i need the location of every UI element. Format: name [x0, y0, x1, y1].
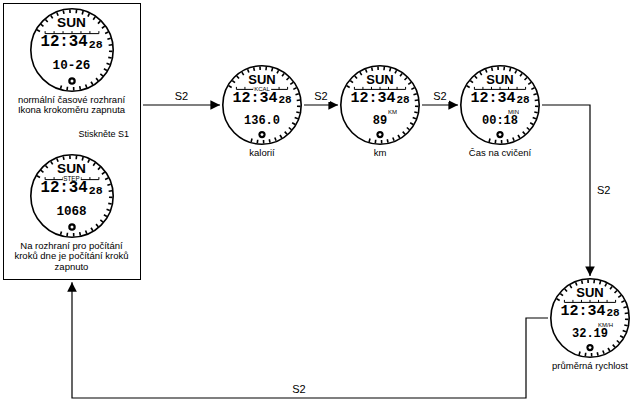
- connector-arrow: [422, 104, 458, 105]
- seconds-digits: 28: [89, 185, 103, 197]
- watch-face: SUN12:3428KM/H32.19průměrná rychlost: [550, 278, 630, 358]
- edge-label: S2: [173, 90, 190, 102]
- face-caption: Čas na cvičení: [445, 148, 555, 159]
- value-readout: 89: [340, 115, 420, 127]
- seconds-digits: 28: [278, 95, 291, 106]
- weekday-text: SUN: [222, 73, 302, 86]
- seconds-digits: 28: [516, 95, 529, 106]
- time-digits: 12:34: [40, 35, 87, 51]
- connector-arrow: [72, 282, 548, 398]
- weekday-text: SUN: [30, 16, 114, 30]
- unit-label: KM/H: [598, 322, 613, 328]
- face-caption: km: [325, 148, 435, 159]
- face-caption: průměrná rychlost: [544, 361, 636, 372]
- value-readout: 136.0: [222, 115, 302, 127]
- weekday-text: SUN: [460, 73, 540, 86]
- time-digits: 12:34: [350, 91, 395, 106]
- value-readout: 00:18: [460, 115, 540, 127]
- time-digits: 12:34: [560, 304, 605, 319]
- value-readout: 10-26: [30, 60, 114, 73]
- connector-arrow: [542, 105, 590, 276]
- watch-face: SUN12:3428KM89km: [340, 65, 420, 145]
- seconds-digits: 28: [606, 308, 619, 319]
- weekday-text: SUN: [30, 162, 114, 176]
- connector-arrow: [304, 104, 338, 105]
- face-caption: kalorií: [207, 148, 317, 159]
- edge-label: S2: [312, 90, 329, 102]
- face-caption: normální časové rozhraní Ikona krokoměru…: [8, 95, 136, 117]
- time-digits: 12:34: [40, 181, 87, 197]
- connector-arrow: [143, 104, 220, 105]
- watch-face: SUN12:3428MIN00:18Čas na cvičení: [460, 65, 540, 145]
- time-digits: 12:34: [232, 91, 277, 106]
- seconds-digits: 28: [396, 95, 409, 106]
- time-digits: 12:34: [470, 91, 515, 106]
- weekday-text: SUN: [340, 73, 420, 86]
- value-readout: 1068: [30, 206, 114, 219]
- seconds-digits: 28: [89, 39, 103, 51]
- edge-label: S2: [431, 90, 448, 102]
- edge-label: Stiskněte S1: [77, 130, 132, 140]
- edge-label: S2: [595, 184, 612, 196]
- watch-face: SUN12:342810-26normální časové rozhraní …: [30, 8, 114, 92]
- unit-label: KM: [388, 109, 397, 115]
- group-box: SUN12:342810-26normální časové rozhraní …: [3, 3, 141, 280]
- unit-label: MIN: [508, 109, 519, 115]
- watch-face: SUNSTEP12:34281068Na rozhraní pro počítá…: [30, 154, 114, 238]
- edge-label: S2: [290, 383, 307, 395]
- watch-face: SUNKCAL12:3428136.0kalorií: [222, 65, 302, 145]
- weekday-text: SUN: [550, 286, 630, 299]
- value-readout: 32.19: [550, 328, 630, 340]
- face-caption: Na rozhraní pro počítání kroků dne je po…: [8, 241, 136, 274]
